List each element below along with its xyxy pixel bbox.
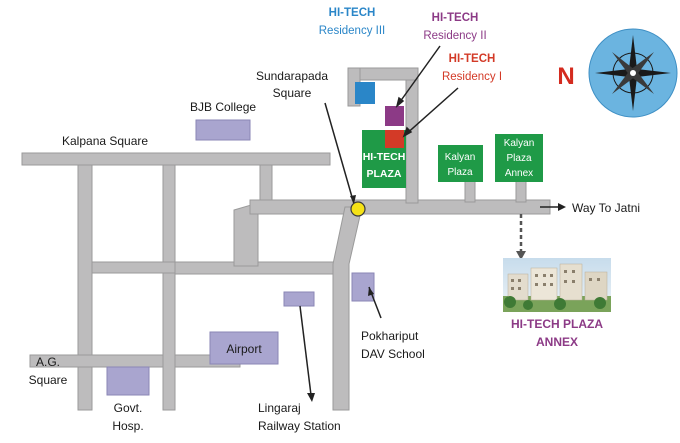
sundarapada-square-marker — [350, 201, 366, 217]
residency-2-subtitle: Residency II — [423, 30, 486, 42]
lingaraj-label-1: Lingaraj — [258, 401, 301, 415]
airport-label: Airport — [226, 342, 262, 356]
annex-arrow-head — [516, 251, 526, 260]
pokhariput-label-2: DAV School — [361, 347, 425, 361]
residency-1-subtitle: Residency I — [442, 71, 502, 83]
kalyan-plaza-annex-block — [495, 134, 543, 182]
jatni-arrow-head — [558, 203, 566, 211]
residency-3-title: HI-TECH — [329, 7, 376, 19]
govt-hosp-label-1: Govt. — [114, 401, 143, 415]
pointer-pokhariput-head — [368, 287, 374, 296]
kalpana-square-label: Kalpana Square — [62, 134, 148, 148]
lingaraj-label-2: Railway Station — [258, 419, 341, 433]
pointer-sundarapada — [324, 102, 355, 205]
hitech-plaza-annex-photo — [503, 258, 611, 312]
pointer-residency-1-head — [402, 126, 413, 138]
pointer-residency-2-head — [395, 96, 405, 109]
way-to-jatni-label: Way To Jatni — [572, 201, 640, 215]
residency-2-title: HI-TECH — [432, 12, 479, 24]
residency-2-block — [385, 106, 404, 126]
road-top-vertical — [405, 67, 419, 204]
pointer-residency-2 — [396, 45, 441, 107]
pointer-residency-1 — [403, 87, 459, 137]
bjb-college-label: BJB College — [190, 100, 256, 114]
pokhariput-block — [351, 272, 375, 302]
govt-hosp-block — [106, 366, 150, 396]
airport-block — [209, 331, 279, 365]
ag-square-label-2: Square — [29, 373, 68, 387]
kalyan-annex-label-2: Plaza — [506, 153, 531, 164]
residency-3-subtitle: Residency III — [319, 25, 385, 37]
campus-blocks — [106, 119, 375, 396]
residency-1-title: HI-TECH — [449, 53, 496, 65]
compass-north-label: N — [557, 63, 574, 90]
road-bottom-horizontal — [29, 354, 241, 368]
kalyan-plaza-label-2: Plaza — [447, 167, 472, 178]
pointer-lingaraj-head — [307, 393, 315, 402]
hitech-plaza-red-overlap — [385, 130, 404, 148]
kalyan-plaza-label-1: Kalyan — [445, 152, 476, 163]
lingaraj-block — [283, 291, 315, 307]
kalyan-annex-label-1: Kalyan — [504, 138, 535, 149]
govt-hosp-label-2: Hosp. — [112, 419, 143, 433]
pokhariput-label-1: Pokhariput — [361, 329, 419, 343]
hitech-annex-label-1: HI-TECH PLAZA — [511, 317, 603, 331]
hitech-annex-label-2: ANNEX — [536, 335, 578, 349]
hitech-plaza-label-2: PLAZA — [367, 168, 402, 180]
sundarapada-label-2: Square — [273, 86, 312, 100]
road-network — [21, 67, 551, 411]
hitech-plaza-label-1: HI-TECH — [363, 151, 406, 163]
residency-3-block — [355, 82, 375, 104]
compass-rose-icon — [588, 28, 678, 118]
road-diagonal — [332, 206, 363, 411]
pointer-lingaraj — [299, 305, 312, 396]
road-left-vertical — [77, 164, 93, 411]
kalyan-annex-label-3: Annex — [505, 168, 533, 179]
bjb-college-block — [195, 119, 251, 141]
pointer-sundarapada-head — [350, 195, 356, 204]
road-kalpana-horizontal — [21, 152, 331, 166]
sundarapada-label-1: Sundarapada — [256, 69, 328, 83]
road-inner-vertical — [162, 164, 176, 411]
ag-square-label-1: A.G. — [36, 355, 60, 369]
kalyan-plaza-block — [438, 145, 483, 182]
road-mid-horizontal — [91, 261, 177, 274]
road-main-horizontal — [249, 199, 551, 215]
residency-pointers — [395, 45, 459, 138]
